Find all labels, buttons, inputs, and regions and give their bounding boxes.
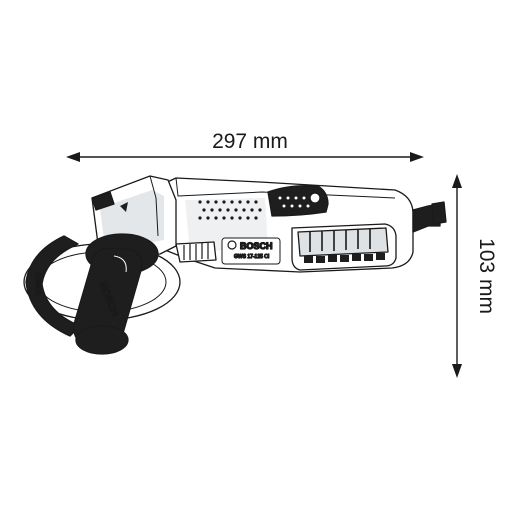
switch-pad-holes <box>278 196 310 208</box>
side-handle-highlight <box>113 255 127 273</box>
wheel-guard <box>25 235 81 337</box>
housing-top-edge <box>175 177 396 199</box>
speed-dial-ribs <box>183 243 209 260</box>
height-arrow-bottom-icon <box>452 364 462 378</box>
side-handle-cap <box>75 325 129 355</box>
cable-end <box>431 201 447 225</box>
ventilation-dots <box>198 200 262 220</box>
switch-button <box>309 192 321 204</box>
length-dimension-label: 297 mm <box>212 130 288 153</box>
length-dimension: 297 mm <box>66 130 424 162</box>
rotation-arrow-icon <box>120 202 128 212</box>
gear-head-shade <box>100 190 164 248</box>
angle-grinder: BOSCH GWS 17-125 CI BOSCH BOSCH <box>23 175 447 355</box>
wheel-brand-label: BOSCH <box>34 273 40 295</box>
height-dimension: 103 mm <box>452 174 498 378</box>
height-dimension-label: 103 mm <box>475 238 498 314</box>
rear-grip-slots <box>297 227 389 257</box>
side-handle: BOSCH <box>73 233 159 355</box>
model-label: GWS 17-125 CI <box>234 254 269 260</box>
spindle-lock <box>91 191 115 211</box>
length-arrow-left-icon <box>66 152 80 162</box>
gear-head-edge <box>149 175 159 237</box>
body-brand-label: BOSCH <box>240 241 273 251</box>
rear-grip-bottom-teeth <box>304 253 385 263</box>
rear-grip-ribs <box>309 229 371 252</box>
height-arrow-top-icon <box>452 174 462 188</box>
bosch-logo-icon <box>227 240 237 250</box>
length-arrow-right-icon <box>410 152 424 162</box>
